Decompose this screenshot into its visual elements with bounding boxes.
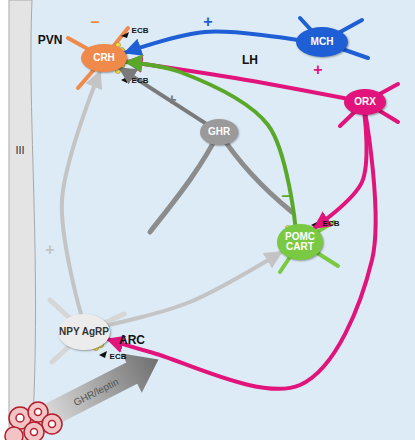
neuron-body: MCH bbox=[296, 27, 348, 57]
ecb-arrowhead bbox=[121, 32, 129, 38]
region-label: ECB bbox=[132, 26, 149, 35]
capillary-hole bbox=[31, 429, 38, 436]
effect-sign: + bbox=[45, 241, 54, 259]
axon-projection bbox=[314, 115, 366, 228]
neuron-label: CRH bbox=[93, 53, 115, 64]
axon-projection bbox=[125, 32, 296, 53]
region-label: ECB bbox=[323, 219, 340, 228]
ecb-arrowhead bbox=[121, 76, 129, 83]
axon-projection bbox=[120, 68, 205, 123]
crh-dendrite bbox=[68, 28, 128, 88]
effect-sign: + bbox=[203, 13, 212, 31]
neuron-label: GHR bbox=[208, 127, 230, 138]
axon-projection bbox=[108, 115, 376, 389]
hormone-arrow bbox=[22, 340, 168, 440]
axon-projection bbox=[126, 61, 345, 98]
neuron-label: NPY AgRP bbox=[59, 327, 109, 338]
region-label: ARC bbox=[119, 333, 145, 347]
axon-projection bbox=[108, 252, 281, 325]
neuron-body: CRH bbox=[81, 44, 127, 72]
ecb-arrowhead bbox=[99, 351, 107, 358]
effect-sign: + bbox=[167, 91, 176, 109]
synapse-dots bbox=[94, 36, 311, 351]
neuron-label: MCH bbox=[311, 37, 334, 48]
region-label: III bbox=[15, 144, 24, 156]
neuron-body: POMC CART bbox=[277, 224, 323, 260]
capillary bbox=[5, 402, 62, 440]
axon-projection bbox=[62, 72, 100, 314]
capillary-cell bbox=[24, 422, 44, 440]
axon-projection bbox=[126, 62, 295, 224]
capillary-hole bbox=[35, 409, 42, 416]
region-label: PVN bbox=[38, 33, 63, 47]
hormone-arrow-shape bbox=[22, 340, 168, 440]
capillary-cell bbox=[5, 427, 23, 440]
neuron-label: POMC CART bbox=[277, 232, 323, 253]
neuron-label: ORX bbox=[354, 97, 376, 108]
ventricle-edge bbox=[0, 0, 9, 440]
effect-sign: – bbox=[282, 187, 291, 205]
dendrites bbox=[50, 18, 398, 362]
capillary-hole bbox=[49, 421, 56, 428]
region-label: ECB bbox=[132, 76, 149, 85]
region-label: – bbox=[91, 13, 100, 31]
orx-dendrite bbox=[340, 84, 398, 126]
neuron-body: ORX bbox=[344, 89, 386, 115]
ecb-pointers bbox=[99, 32, 319, 358]
neuron-body: GHR bbox=[200, 119, 238, 145]
ghr-dendrite bbox=[150, 132, 292, 232]
effect-sign: + bbox=[313, 61, 322, 79]
third-ventricle bbox=[9, 0, 36, 440]
neuron-body: NPY AgRP bbox=[58, 314, 110, 350]
capillary-cell bbox=[42, 414, 62, 434]
capillary-hole bbox=[16, 414, 24, 422]
region-label: ECB bbox=[110, 352, 127, 361]
region-label: LH bbox=[242, 53, 258, 67]
